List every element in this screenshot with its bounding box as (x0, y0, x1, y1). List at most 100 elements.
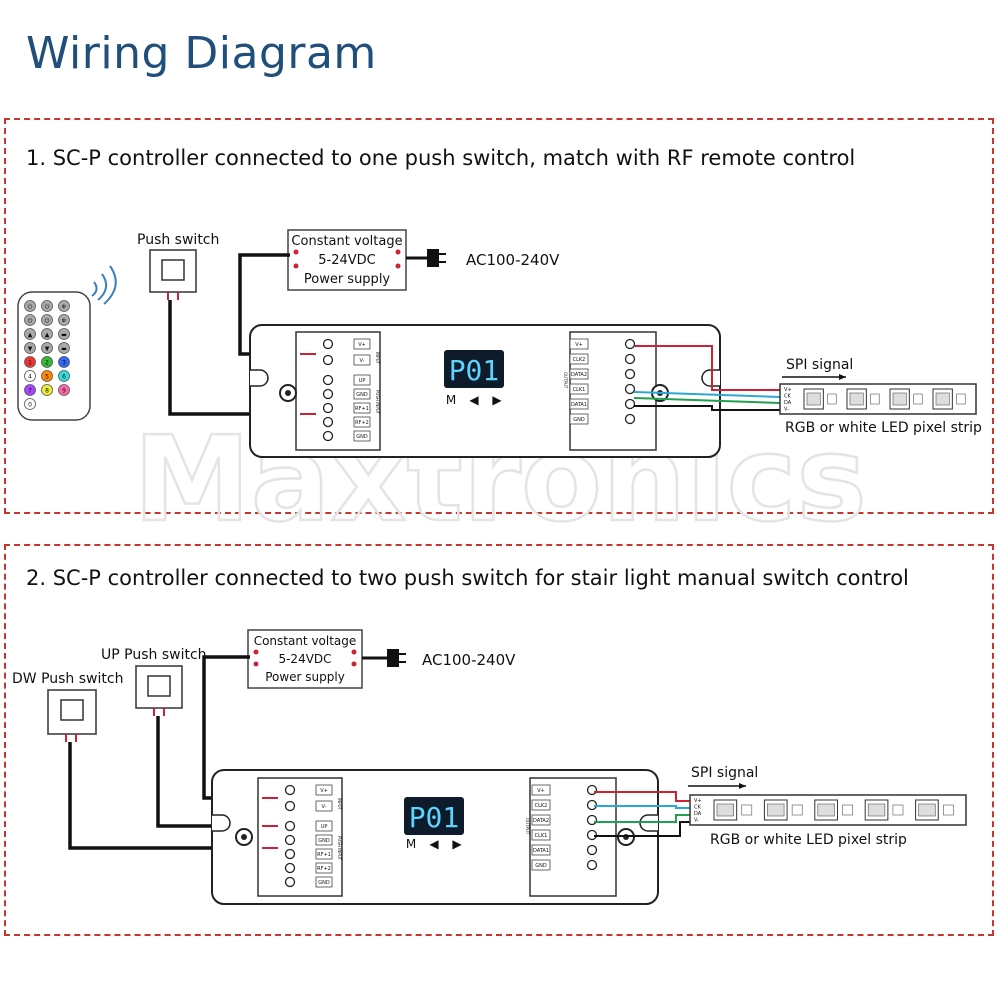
remote-key-label: ▼ (28, 346, 33, 353)
terminal-label: V- (360, 358, 365, 364)
remote-key-label: ▬ (61, 332, 67, 339)
terminal-label: GND (356, 434, 368, 440)
terminal-screw (322, 416, 334, 428)
svg-text:Constant voltage: Constant voltage (291, 234, 402, 249)
ac-plug-icon (427, 249, 446, 267)
terminal-screw (284, 848, 296, 860)
push-switch-label: Push switch (137, 232, 219, 248)
ac-voltage-label: AC100-240V (466, 251, 560, 269)
terminal-label: V- (322, 804, 327, 810)
strip-pin-label: V+ (784, 387, 792, 393)
up-push-switch-label: UP Push switch (101, 647, 207, 663)
next-button-2[interactable]: ▶ (452, 837, 462, 851)
strip-pin-label: V- (784, 407, 789, 413)
remote-key (24, 356, 36, 368)
strip-label: RGB or white LED pixel strip (785, 420, 982, 436)
switch-side-label: PUSH INPUT (337, 836, 342, 861)
remote-key-label: ⏻ (45, 318, 50, 325)
terminal-label: GND (318, 838, 330, 844)
remote-key (41, 328, 53, 340)
terminal-label: RF+2 (317, 866, 331, 872)
section-1-heading: 1. SC-P controller connected to one push… (26, 146, 856, 170)
dw-push-switch-label: DW Push switch (12, 671, 123, 687)
remote-key-label: ❄ (61, 318, 66, 325)
terminal-label: GND (318, 880, 330, 886)
push-switch (149, 249, 197, 293)
remote-key-label: 5 (45, 374, 49, 381)
strip-pin-label: DA (694, 811, 702, 817)
section-2-frame (4, 544, 994, 936)
remote-key (24, 328, 36, 340)
terminal-screw (586, 844, 598, 856)
strip-label-2: RGB or white LED pixel strip (710, 832, 907, 848)
dw-push-switch (47, 689, 97, 735)
strip-pin-label: V+ (694, 798, 702, 804)
terminal-screw (322, 338, 334, 350)
terminal-label: DATA1 (533, 848, 549, 854)
terminal-screw (284, 784, 296, 796)
remote-key-label: ▲ (45, 332, 50, 339)
terminal-screw (322, 402, 334, 414)
terminal-screw (586, 814, 598, 826)
terminal-screw (322, 374, 334, 386)
remote-key (41, 342, 53, 354)
remote-key (24, 370, 36, 382)
remote-key (58, 328, 70, 340)
remote-key (41, 300, 53, 312)
terminal-label: V+ (537, 788, 545, 794)
remote-key (58, 300, 70, 312)
remote-key (24, 314, 36, 326)
input-side-label: INPUT (375, 352, 380, 365)
remote-key-label: 1 (28, 360, 32, 367)
svg-text:Constant voltage: Constant voltage (254, 634, 357, 648)
terminal-label: CLK1 (535, 833, 548, 839)
remote-key-label: ▬ (61, 346, 67, 353)
up-push-switch (135, 665, 183, 709)
prev-button-2[interactable]: ◀ (429, 837, 439, 851)
remote-key-label: ❄ (61, 304, 66, 311)
terminal-label: GND (535, 863, 547, 869)
terminal-screw (624, 338, 636, 350)
strip-pin-label: DA (784, 400, 792, 406)
terminal-screw (284, 862, 296, 874)
terminal-screw (284, 820, 296, 832)
strip-pin-label: CK (784, 394, 791, 400)
spi-signal-label: SPI signal (786, 357, 853, 373)
mode-button-2[interactable]: M (406, 837, 416, 851)
svg-text:Power supply: Power supply (304, 272, 391, 287)
remote-key-label: 9 (62, 388, 66, 395)
ac-voltage-label-2: AC100-240V (422, 651, 516, 669)
terminal-screw (624, 353, 636, 365)
mode-button[interactable]: M (446, 393, 456, 407)
svg-text:5-24VDC: 5-24VDC (318, 253, 375, 268)
remote-key (58, 370, 70, 382)
terminal-label: RF+1 (355, 406, 369, 412)
ac-plug-icon-2 (387, 649, 406, 667)
remote-key-label: 7 (28, 388, 32, 395)
terminal-screw (284, 834, 296, 846)
terminal-label: CLK1 (573, 387, 586, 393)
terminal-label: DATA1 (571, 402, 587, 408)
page-title: Wiring Diagram (26, 28, 377, 79)
prev-button[interactable]: ◀ (469, 393, 479, 407)
remote-key-label: ⏻ (45, 304, 50, 311)
terminal-label: DATA2 (571, 372, 587, 378)
spi-signal-label-2: SPI signal (691, 765, 758, 781)
strip-pin-label: V- (694, 818, 699, 824)
input-side-label: INPUT (337, 798, 342, 811)
terminal-screw (624, 383, 636, 395)
switch-side-label: PUSH INPUT (375, 390, 380, 415)
next-button[interactable]: ▶ (492, 393, 502, 407)
terminal-screw (284, 876, 296, 888)
remote-key-label: 4 (28, 374, 32, 381)
terminal-label: V+ (575, 342, 583, 348)
remote-key (41, 384, 53, 396)
remote-key-label: 3 (62, 360, 66, 367)
display-readout-2: P01 (409, 801, 460, 834)
terminal-label: RF+1 (317, 852, 331, 858)
section-1-frame (4, 118, 994, 514)
remote-key-label: ▲ (28, 332, 33, 339)
